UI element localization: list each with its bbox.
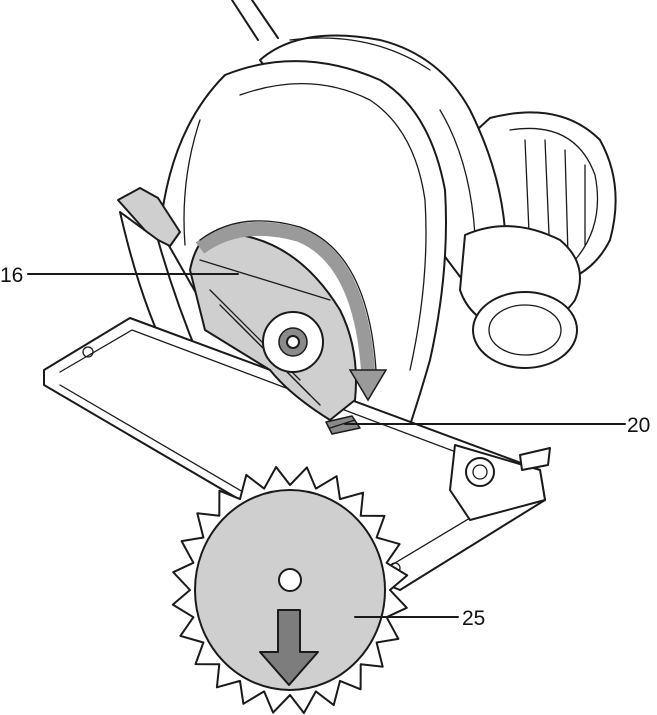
callout-lines — [27, 273, 626, 618]
power-cord — [231, 0, 279, 41]
bevel-knob — [465, 447, 551, 487]
down-arrow-icon — [259, 609, 319, 686]
saw-blade — [171, 466, 409, 714]
curved-arrow-icon — [195, 220, 388, 402]
front-knob — [459, 225, 581, 369]
upper-blade-guard — [189, 230, 357, 421]
callout-16: 16 — [0, 264, 23, 287]
callout-25: 25 — [462, 607, 485, 630]
callout-20: 20 — [627, 414, 650, 437]
guard-lever — [325, 415, 361, 435]
